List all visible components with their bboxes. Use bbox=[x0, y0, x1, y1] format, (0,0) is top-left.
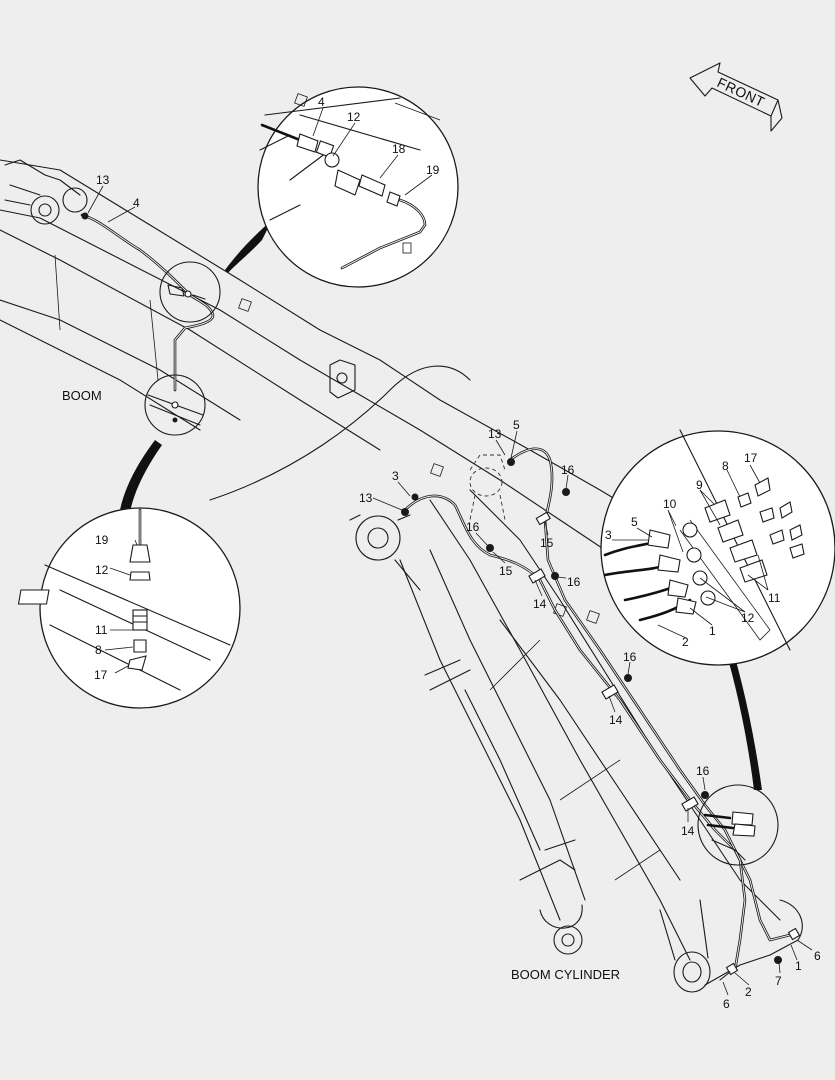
callout-14-b: 14 bbox=[609, 713, 623, 727]
callout-2-bottom: 2 bbox=[745, 985, 752, 999]
lug-hole bbox=[336, 372, 348, 384]
callout-16-a: 16 bbox=[561, 463, 575, 477]
boom-cylinder-label: BOOM CYLINDER bbox=[511, 967, 620, 982]
callout-16-d: 16 bbox=[623, 650, 637, 664]
leader-lines bbox=[87, 107, 813, 996]
callout-16-e: 16 bbox=[696, 764, 710, 778]
boom-cylinder bbox=[349, 514, 586, 955]
callout-5-mid: 5 bbox=[513, 418, 520, 432]
hose-clamps bbox=[81, 212, 709, 812]
callout-9-right: 9 bbox=[696, 478, 703, 492]
callout-13-mid: 13 bbox=[488, 427, 502, 441]
callout-2-right: 2 bbox=[682, 635, 689, 649]
callout-1-right: 1 bbox=[709, 624, 716, 638]
swivel-joint bbox=[469, 454, 506, 521]
detail-circle-right bbox=[600, 430, 835, 666]
callout-4-upper: 4 bbox=[133, 196, 140, 210]
callout-19-top: 19 bbox=[426, 163, 440, 177]
callout-7-bottom: 7 bbox=[775, 974, 782, 988]
zoom-ring-bottom bbox=[697, 784, 779, 866]
callout-19-left: 19 bbox=[95, 533, 109, 547]
callout-5-right: 5 bbox=[631, 515, 638, 529]
callout-6-bottom-b: 6 bbox=[723, 997, 730, 1011]
callout-11-left: 11 bbox=[95, 623, 108, 637]
boom-structure bbox=[0, 159, 803, 993]
zoom-ring-top bbox=[159, 261, 221, 323]
front-label: FRONT bbox=[715, 74, 768, 110]
callout-11-right: 11 bbox=[768, 591, 781, 605]
front-arrow: FRONT bbox=[689, 62, 783, 132]
callout-12-top: 12 bbox=[347, 110, 361, 124]
zoom-ring-mid-content bbox=[147, 394, 204, 426]
callout-13-upper: 13 bbox=[96, 173, 110, 187]
background-curve bbox=[209, 365, 471, 501]
callout-14-c: 14 bbox=[681, 824, 695, 838]
callout-10-right: 10 bbox=[663, 497, 677, 511]
lug-plate bbox=[329, 359, 356, 399]
detail-right-content bbox=[603, 429, 805, 651]
callout-1-bottom: 1 bbox=[795, 959, 802, 973]
zoom-ring-top-content bbox=[167, 284, 206, 300]
callout-15-b: 15 bbox=[499, 564, 513, 578]
detail-left-content bbox=[17, 508, 231, 691]
callout-17-right: 17 bbox=[744, 451, 758, 465]
callout-18: 18 bbox=[392, 142, 406, 156]
callout-pointer-top bbox=[225, 220, 272, 273]
zoom-ring-bottom-content bbox=[703, 811, 756, 861]
callout-13-lower: 13 bbox=[359, 491, 373, 505]
callout-6-bottom-a: 6 bbox=[814, 949, 821, 963]
boss-4 bbox=[586, 610, 600, 624]
boss-1 bbox=[238, 298, 252, 312]
detail-circle-left bbox=[39, 507, 241, 709]
boom-label: BOOM bbox=[62, 388, 102, 403]
callout-8-right: 8 bbox=[722, 459, 729, 473]
callout-16-b: 16 bbox=[466, 520, 480, 534]
boom-head-bracket bbox=[4, 159, 88, 225]
hose-run-lower bbox=[403, 447, 792, 972]
callout-4-top: 4 bbox=[318, 95, 325, 109]
callout-3-mid: 3 bbox=[392, 469, 399, 483]
callout-3-right: 3 bbox=[605, 528, 612, 542]
callout-16-c: 16 bbox=[567, 575, 581, 589]
callout-14-a: 14 bbox=[533, 597, 547, 611]
callout-8-left: 8 bbox=[95, 643, 102, 657]
callout-12-right: 12 bbox=[741, 611, 755, 625]
callout-12-left: 12 bbox=[95, 563, 109, 577]
callout-pointer-left bbox=[120, 440, 162, 512]
foot-fittings bbox=[719, 927, 801, 981]
callout-15-a: 15 bbox=[540, 536, 554, 550]
callout-pointer-right bbox=[724, 640, 762, 790]
zoom-ring-mid bbox=[144, 374, 206, 436]
callout-17-left: 17 bbox=[94, 668, 108, 682]
boss-2 bbox=[430, 463, 444, 477]
detail-top-content bbox=[259, 93, 441, 270]
callout-numbers: 4 12 18 19 13 4 19 12 11 8 17 5 13 16 3 … bbox=[94, 95, 821, 1011]
